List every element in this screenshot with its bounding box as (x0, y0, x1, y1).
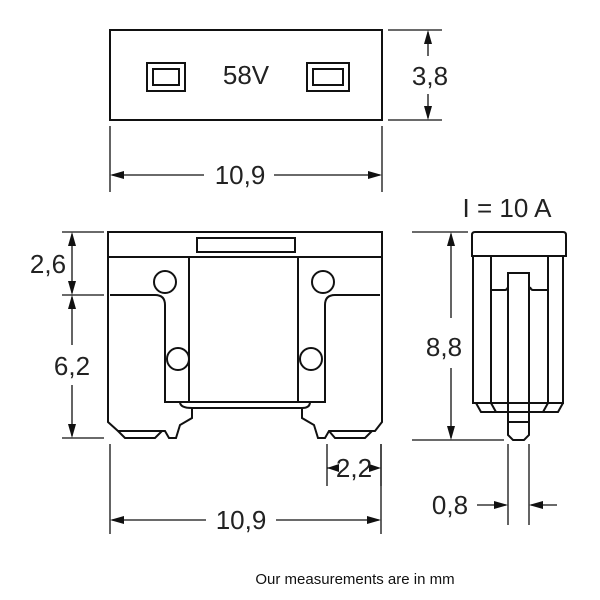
caption: Our measurements are in mm (255, 571, 454, 588)
contact-hole (299, 347, 323, 371)
test-slot-left (146, 62, 186, 92)
dim-pin: 0,8 (432, 490, 468, 520)
fuse-top-outline (109, 29, 383, 121)
dim-height-top: 3,8 (412, 61, 448, 91)
fuse-front-outline (107, 231, 383, 439)
side-view: I = 10 A 8,8 0,8 (412, 193, 567, 525)
pin (507, 272, 530, 441)
top-window (196, 237, 296, 253)
contact-hole (153, 270, 177, 294)
fuse-side-cap (471, 231, 567, 257)
dim-width-bottom: 10,9 (216, 505, 267, 535)
current-rating: I = 10 A (463, 193, 553, 223)
test-slot-right (306, 62, 350, 92)
dim-top-band: 2,6 (30, 249, 66, 279)
voltage-label: 58V (223, 60, 270, 90)
dim-width-top: 10,9 (215, 160, 266, 190)
contact-hole (166, 347, 190, 371)
top-view: 58V 3,8 10,9 (109, 29, 448, 192)
dim-body: 6,2 (54, 351, 90, 381)
front-view: 2,6 6,2 2,2 10,9 (30, 231, 383, 535)
dim-height-side: 8,8 (426, 332, 462, 362)
dim-foot: 2,2 (336, 453, 372, 483)
contact-hole (311, 270, 335, 294)
